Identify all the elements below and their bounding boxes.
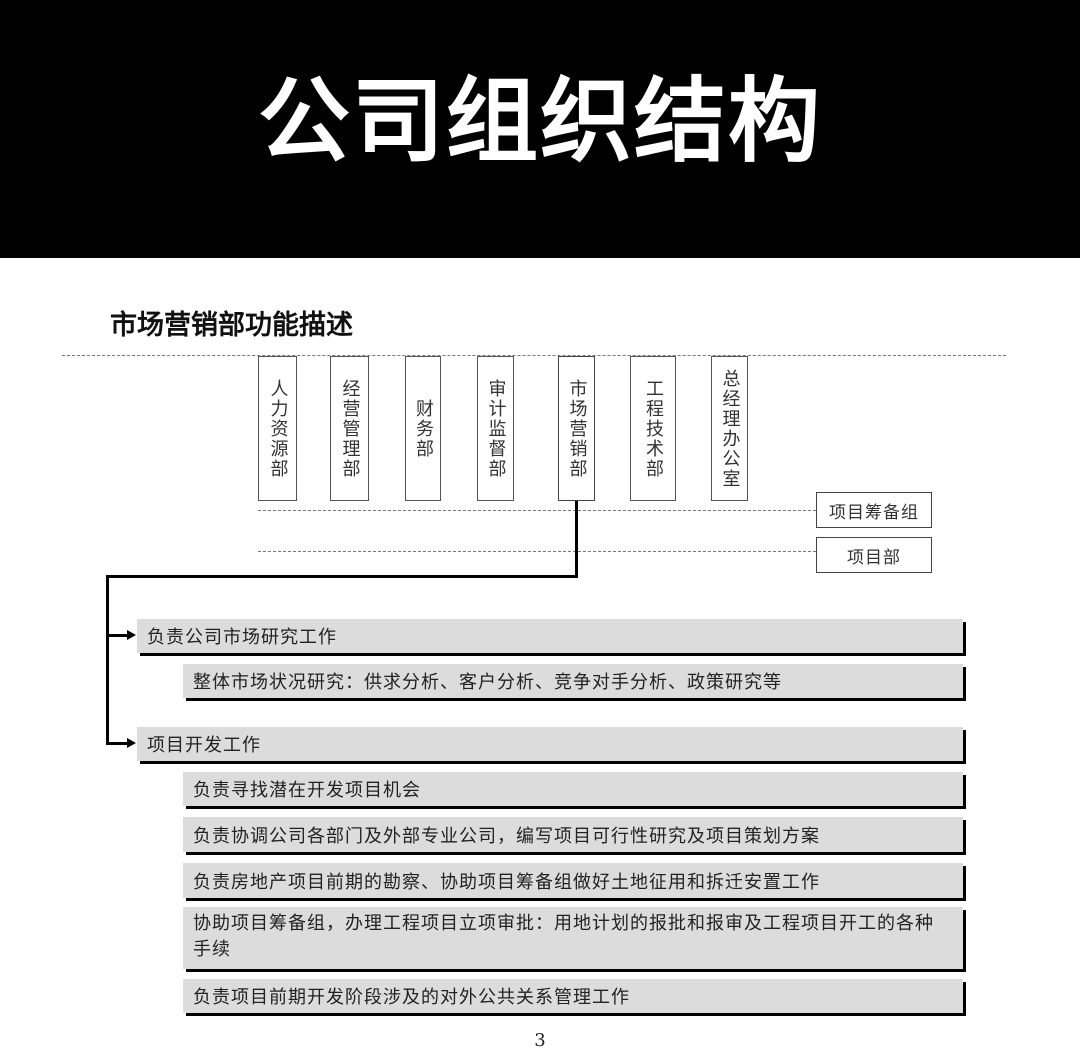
- function-bar-project-development: 项目开发工作: [137, 727, 963, 761]
- connector-horizontal: [106, 575, 578, 578]
- sub-function-label: 负责协调公司各部门及外部专业公司，编写项目可行性研究及项目策划方案: [193, 825, 820, 847]
- function-label: 负责公司市场研究工作: [147, 627, 337, 648]
- connector-vertical-left: [106, 575, 109, 745]
- dept-label: 市场营销部: [566, 378, 588, 479]
- connector-branch-1: [106, 634, 128, 637]
- section-title: 市场营销部功能描述: [110, 310, 353, 341]
- dept-box-operations: 经营管理部: [330, 356, 369, 501]
- dept-label: 工程技术部: [643, 378, 664, 479]
- sub-function-label: 整体市场状况研究：供求分析、客户分析、竞争对手分析、政策研究等: [193, 672, 782, 693]
- mid-dashed-line-2: [258, 551, 816, 552]
- top-dashed-line: [62, 355, 1006, 356]
- dept-label: 人力资源部: [267, 378, 289, 479]
- sub-function-bar: 负责房地产项目前期的勘察、协助项目筹备组做好土地征用和拆迁安置工作: [183, 863, 963, 898]
- dept-label: 财务部: [413, 398, 434, 459]
- sub-function-label: 负责寻找潜在开发项目机会: [193, 780, 421, 801]
- banner-title: 公司组织结构: [257, 68, 822, 175]
- title-banner: 公司组织结构: [0, 0, 1080, 258]
- arrow-icon: [127, 738, 136, 748]
- dept-label: 审计监督部: [485, 378, 507, 479]
- sub-function-label: 负责房地产项目前期的勘察、协助项目筹备组做好土地征用和拆迁安置工作: [193, 871, 820, 893]
- dept-box-gm-office: 总经理办公室: [711, 356, 748, 501]
- function-label: 项目开发工作: [147, 735, 261, 756]
- arrow-icon: [127, 630, 136, 640]
- dept-box-hr: 人力资源部: [258, 356, 297, 501]
- sub-function-label: 负责项目前期开发阶段涉及的对外公共关系管理工作: [193, 987, 630, 1008]
- function-bar-market-research: 负责公司市场研究工作: [137, 619, 963, 653]
- dept-label: 总经理办公室: [719, 368, 741, 489]
- dept-box-audit: 审计监督部: [477, 356, 514, 501]
- sub-function-bar: 整体市场状况研究：供求分析、客户分析、竞争对手分析、政策研究等: [183, 664, 963, 698]
- unit-label: 项目部: [847, 547, 901, 568]
- page-number: 3: [534, 1030, 546, 1051]
- sub-function-bar: 负责寻找潜在开发项目机会: [183, 772, 963, 806]
- unit-box-project-dept: 项目部: [816, 537, 932, 573]
- sub-function-bar: 协助项目筹备组，办理工程项目立项审批：用地计划的报批和报审及工程项目开工的各种手…: [183, 907, 963, 969]
- sub-function-label: 协助项目筹备组，办理工程项目立项审批：用地计划的报批和报审及工程项目开工的各种手…: [193, 913, 934, 960]
- mid-dashed-line-1: [258, 510, 816, 511]
- connector-branch-2: [106, 742, 128, 745]
- unit-box-project-prep: 项目筹备组: [816, 492, 932, 528]
- unit-label: 项目筹备组: [829, 502, 919, 523]
- sub-function-bar: 负责项目前期开发阶段涉及的对外公共关系管理工作: [183, 979, 963, 1013]
- dept-box-marketing: 市场营销部: [558, 356, 595, 501]
- dept-box-finance: 财务部: [405, 356, 441, 501]
- dept-box-engineering: 工程技术部: [630, 356, 676, 501]
- dept-label: 经营管理部: [339, 378, 361, 479]
- connector-vertical-from-marketing: [575, 501, 578, 578]
- sub-function-bar: 负责协调公司各部门及外部专业公司，编写项目可行性研究及项目策划方案: [183, 817, 963, 852]
